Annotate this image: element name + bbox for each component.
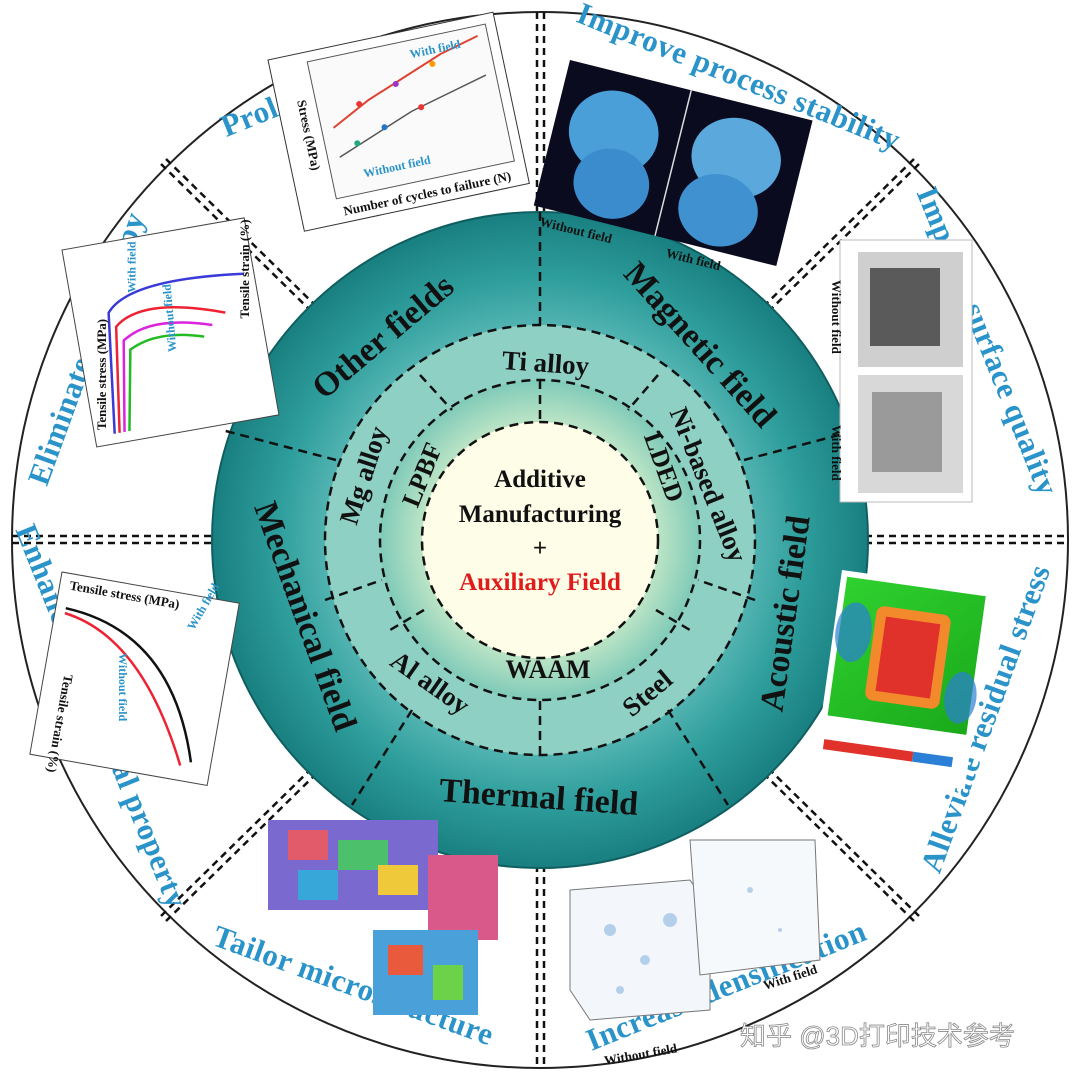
- center-auxiliary-field: Auxiliary Field: [459, 569, 621, 596]
- process-dividers: [389, 380, 691, 632]
- anisotropy-without-label: Without field: [159, 283, 179, 352]
- material-ti-alloy: Ti alloy: [501, 345, 591, 381]
- center-title-line2: Manufacturing: [459, 501, 622, 528]
- inset-microstructure: [268, 820, 498, 1015]
- inset-anisotropy-chart: With field Without field Tensile strain …: [61, 217, 280, 448]
- center-circle: [420, 420, 660, 660]
- anisotropy-with-label: With field: [125, 241, 139, 293]
- inset-surface-quality: Without field With field: [829, 239, 973, 503]
- anisotropy-ylabel: Tensile stress (MPa): [94, 319, 109, 430]
- center-plus: +: [533, 535, 547, 562]
- inset-mechanical-chart: With field Without field Tensile stress …: [29, 571, 240, 787]
- surface-without-label: Without field: [829, 280, 844, 355]
- inset-residual-stress: [814, 570, 993, 790]
- watermark: 知乎 @3D打印技术参考: [740, 1021, 1015, 1051]
- process-waam: WAAM: [505, 655, 590, 684]
- mechanical-without-label: Without field: [116, 653, 130, 721]
- inset-densification: Without field With field: [569, 839, 821, 1068]
- inset-fatigue-chart: With field Without field Number of cycle…: [267, 11, 530, 232]
- inset-process-stability: Without field With field: [533, 60, 813, 273]
- center-title-line1: Additive: [494, 466, 586, 493]
- field-dividers: [221, 212, 859, 806]
- anisotropy-xlabel: Tensile strain (%): [237, 219, 252, 318]
- surface-with-label: With field: [829, 425, 844, 482]
- material-dividers: [324, 374, 756, 755]
